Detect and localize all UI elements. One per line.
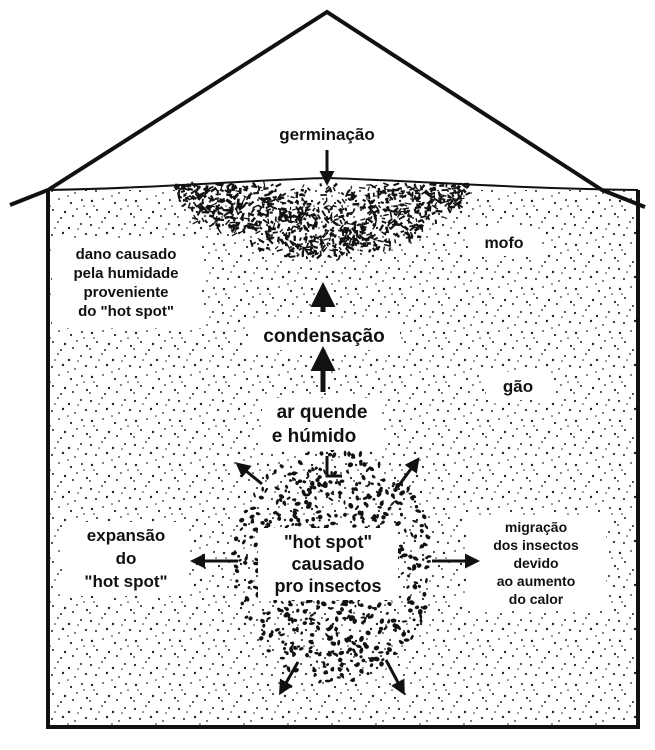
expansion-label-line-1: expansão	[87, 526, 165, 545]
migration-label-line-3: devido	[513, 555, 558, 571]
house-roof	[9, 9, 646, 209]
damage-label-line-4: do "hot spot"	[78, 303, 174, 320]
arrow-down-right	[384, 659, 405, 696]
arrow-up-right	[395, 457, 420, 489]
arrow-up-left	[235, 462, 263, 486]
germination-label: germinação	[279, 125, 374, 144]
mold-zone	[173, 181, 471, 261]
air-rise-bracket	[325, 456, 342, 478]
warm-air-label-line-2: e húmido	[272, 426, 356, 447]
house-walls	[46, 190, 640, 729]
arrows	[190, 150, 480, 696]
grain-label: gão	[503, 377, 533, 396]
hot-spot-label-line-1: "hot spot"	[284, 532, 372, 552]
hot-spot-label-line-2: causado	[291, 554, 364, 574]
damage-label-line-1: dano causado	[76, 246, 177, 263]
mold-label: mofo	[484, 235, 523, 252]
hot-spot-label-line-3: pro insectos	[274, 576, 381, 596]
arrow-down-left	[279, 661, 300, 696]
migration-label-line-2: dos insectos	[493, 537, 579, 553]
expansion-label-line-3: "hot spot"	[84, 572, 167, 591]
expansion-label-line-2: do	[116, 549, 137, 568]
migration-label-line-1: migração	[505, 519, 567, 535]
damage-label-line-3: proveniente	[83, 284, 168, 301]
warm-air-label-line-1: ar quende	[277, 402, 368, 423]
hot-spot-zone	[230, 447, 432, 684]
damage-label-line-2: pela humidade	[73, 265, 178, 282]
migration-label-line-4: ao aumento	[497, 573, 576, 589]
grain-surface	[47, 176, 639, 191]
condensation-label: condensação	[263, 326, 384, 347]
migration-label-line-5: do calor	[509, 591, 564, 607]
label-backgrounds	[52, 118, 606, 611]
